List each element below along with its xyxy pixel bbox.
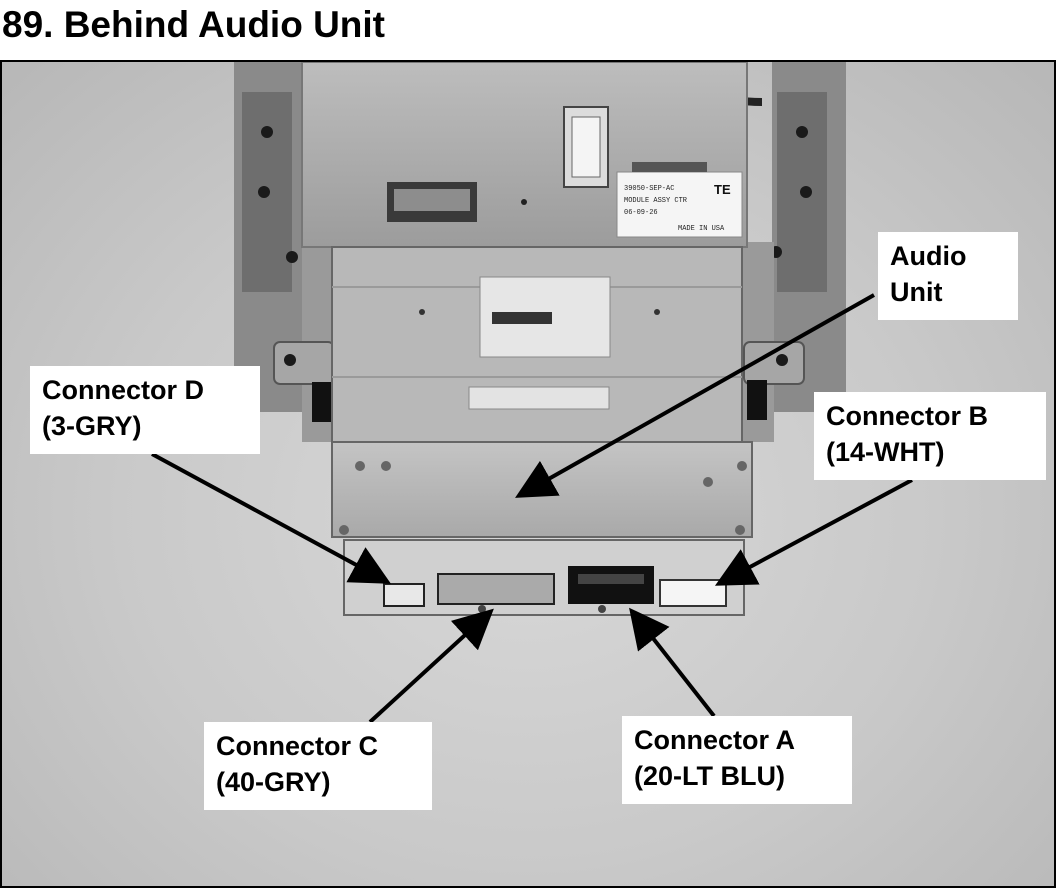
- callout-connector-b-line2: (14-WHT): [826, 437, 945, 467]
- module-sticker-text-3: 06-09-26: [624, 209, 658, 217]
- callout-audio-unit-line1: Audio: [890, 241, 967, 271]
- page-title: 89. Behind Audio Unit: [2, 4, 386, 45]
- connector-b-socket: [659, 579, 727, 607]
- audio-unit-photo: 39050-SEP-AC MODULE ASSY CTR 06-09-26 MA…: [0, 60, 1056, 888]
- callout-connector-b-line1: Connector B: [826, 401, 988, 431]
- module-sticker-text-1: 39050-SEP-AC: [624, 185, 674, 193]
- connector-panel: [343, 539, 745, 616]
- callout-connector-c-line1: Connector C: [216, 731, 378, 761]
- pointer-arrows: [151, 293, 913, 724]
- arrow-connector-d: [151, 452, 392, 584]
- module-sticker-mark: TE: [714, 182, 731, 197]
- callout-connector-d-line2: (3-GRY): [42, 411, 142, 441]
- connector-c-socket: [437, 573, 555, 605]
- callout-connector-a-line1: Connector A: [634, 725, 795, 755]
- callout-connector-c: Connector C (40-GRY): [204, 722, 432, 810]
- arrow-connector-b: [714, 478, 913, 586]
- callout-audio-unit: Audio Unit: [878, 232, 1018, 320]
- connector-a-socket: [568, 566, 654, 604]
- callout-connector-c-line2: (40-GRY): [216, 767, 331, 797]
- arrow-connector-a: [629, 607, 716, 718]
- arrow-connector-c: [368, 608, 494, 724]
- connector-d-socket: [383, 583, 425, 607]
- upper-module: 39050-SEP-AC MODULE ASSY CTR 06-09-26 MA…: [301, 62, 748, 248]
- callout-connector-b: Connector B (14-WHT): [814, 392, 1046, 480]
- module-sticker-text-4: MADE IN USA: [678, 225, 725, 233]
- callout-connector-d: Connector D (3-GRY): [30, 366, 260, 454]
- callout-connector-d-line1: Connector D: [42, 375, 204, 405]
- callout-audio-unit-line2: Unit: [890, 277, 943, 307]
- photo-drawing: 39050-SEP-AC MODULE ASSY CTR 06-09-26 MA…: [151, 62, 913, 724]
- callout-connector-a: Connector A (20-LT BLU): [622, 716, 852, 804]
- callout-connector-a-line2: (20-LT BLU): [634, 761, 785, 791]
- arrow-audio-unit: [515, 293, 875, 498]
- module-sticker-text-2: MODULE ASSY CTR: [624, 197, 688, 205]
